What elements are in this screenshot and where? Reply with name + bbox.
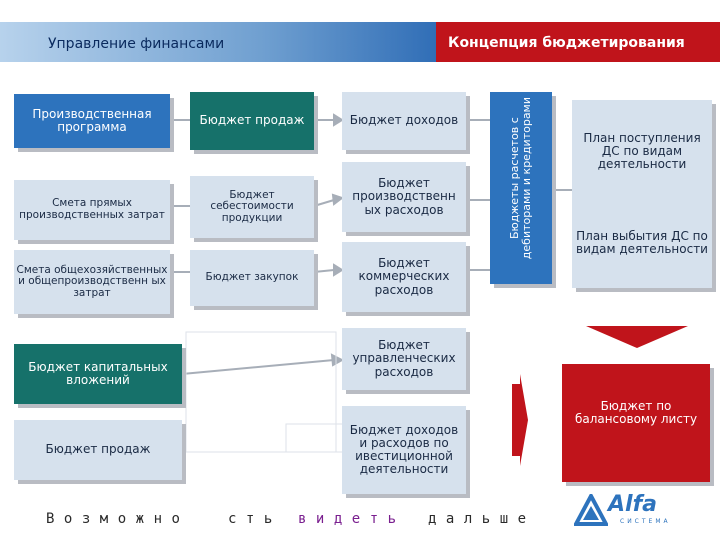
purchase-budget-box: Бюджет закупок: [190, 250, 314, 306]
outflow-plan-label: План выбытия ДС по видам деятельности: [576, 229, 708, 257]
red-arrow-down: [586, 326, 688, 348]
inflow-plan-label: План поступления ДС по видам деятельност…: [583, 130, 701, 171]
logo-name: Alfa: [608, 492, 657, 517]
slogan-part-1: Возможно: [46, 511, 190, 527]
balance-budget-box: Бюджет по балансовому листу: [562, 364, 710, 482]
logo-sub: СИСТЕМА: [620, 518, 671, 525]
red-arrow-right: [512, 374, 528, 466]
header-right-title: Концепция бюджетирования: [448, 35, 685, 51]
settlements-label: Бюджеты расчетов с дебиторами и кредитор…: [507, 96, 533, 260]
income-budget-box: Бюджет доходов: [342, 92, 466, 150]
cost-budget-box: Бюджет себестоимости продукции: [190, 176, 314, 238]
investment-budget-box: Бюджет доходов и расходов по ивестиционн…: [342, 406, 466, 494]
production-program-box: Производственная программа: [14, 94, 170, 148]
production-expenses-box: Бюджет производственн ых расходов: [342, 162, 466, 232]
commercial-expenses-box: Бюджет коммерческих расходов: [342, 242, 466, 312]
alfa-logo: Alfa СИСТЕМА: [574, 492, 684, 530]
cash-plans-box: План поступления ДС по видам деятельност…: [572, 100, 712, 288]
direct-costs-box: Смета прямых производственных затрат: [14, 180, 170, 240]
sales-budget-box: Бюджет продаж: [190, 92, 314, 150]
management-expenses-box: Бюджет управленческих расходов: [342, 328, 466, 390]
logo-mark-icon: [574, 494, 608, 526]
slogan-part-4: дальше: [428, 511, 536, 527]
slogan-part-2: сть: [228, 511, 282, 527]
sales-budget-box-2: Бюджет продаж: [14, 420, 182, 480]
overhead-costs-box: Смета общехозяйственных и общепроизводст…: [14, 250, 170, 314]
settlements-box: Бюджеты расчетов с дебиторами и кредитор…: [490, 92, 552, 284]
slogan-part-3: видеть: [298, 511, 406, 527]
header-left-title: Управление финансами: [48, 36, 225, 52]
capital-budget-box: Бюджет капитальных вложений: [14, 344, 182, 404]
header-left-bar: [0, 22, 440, 62]
header-right-bar: [436, 22, 720, 62]
